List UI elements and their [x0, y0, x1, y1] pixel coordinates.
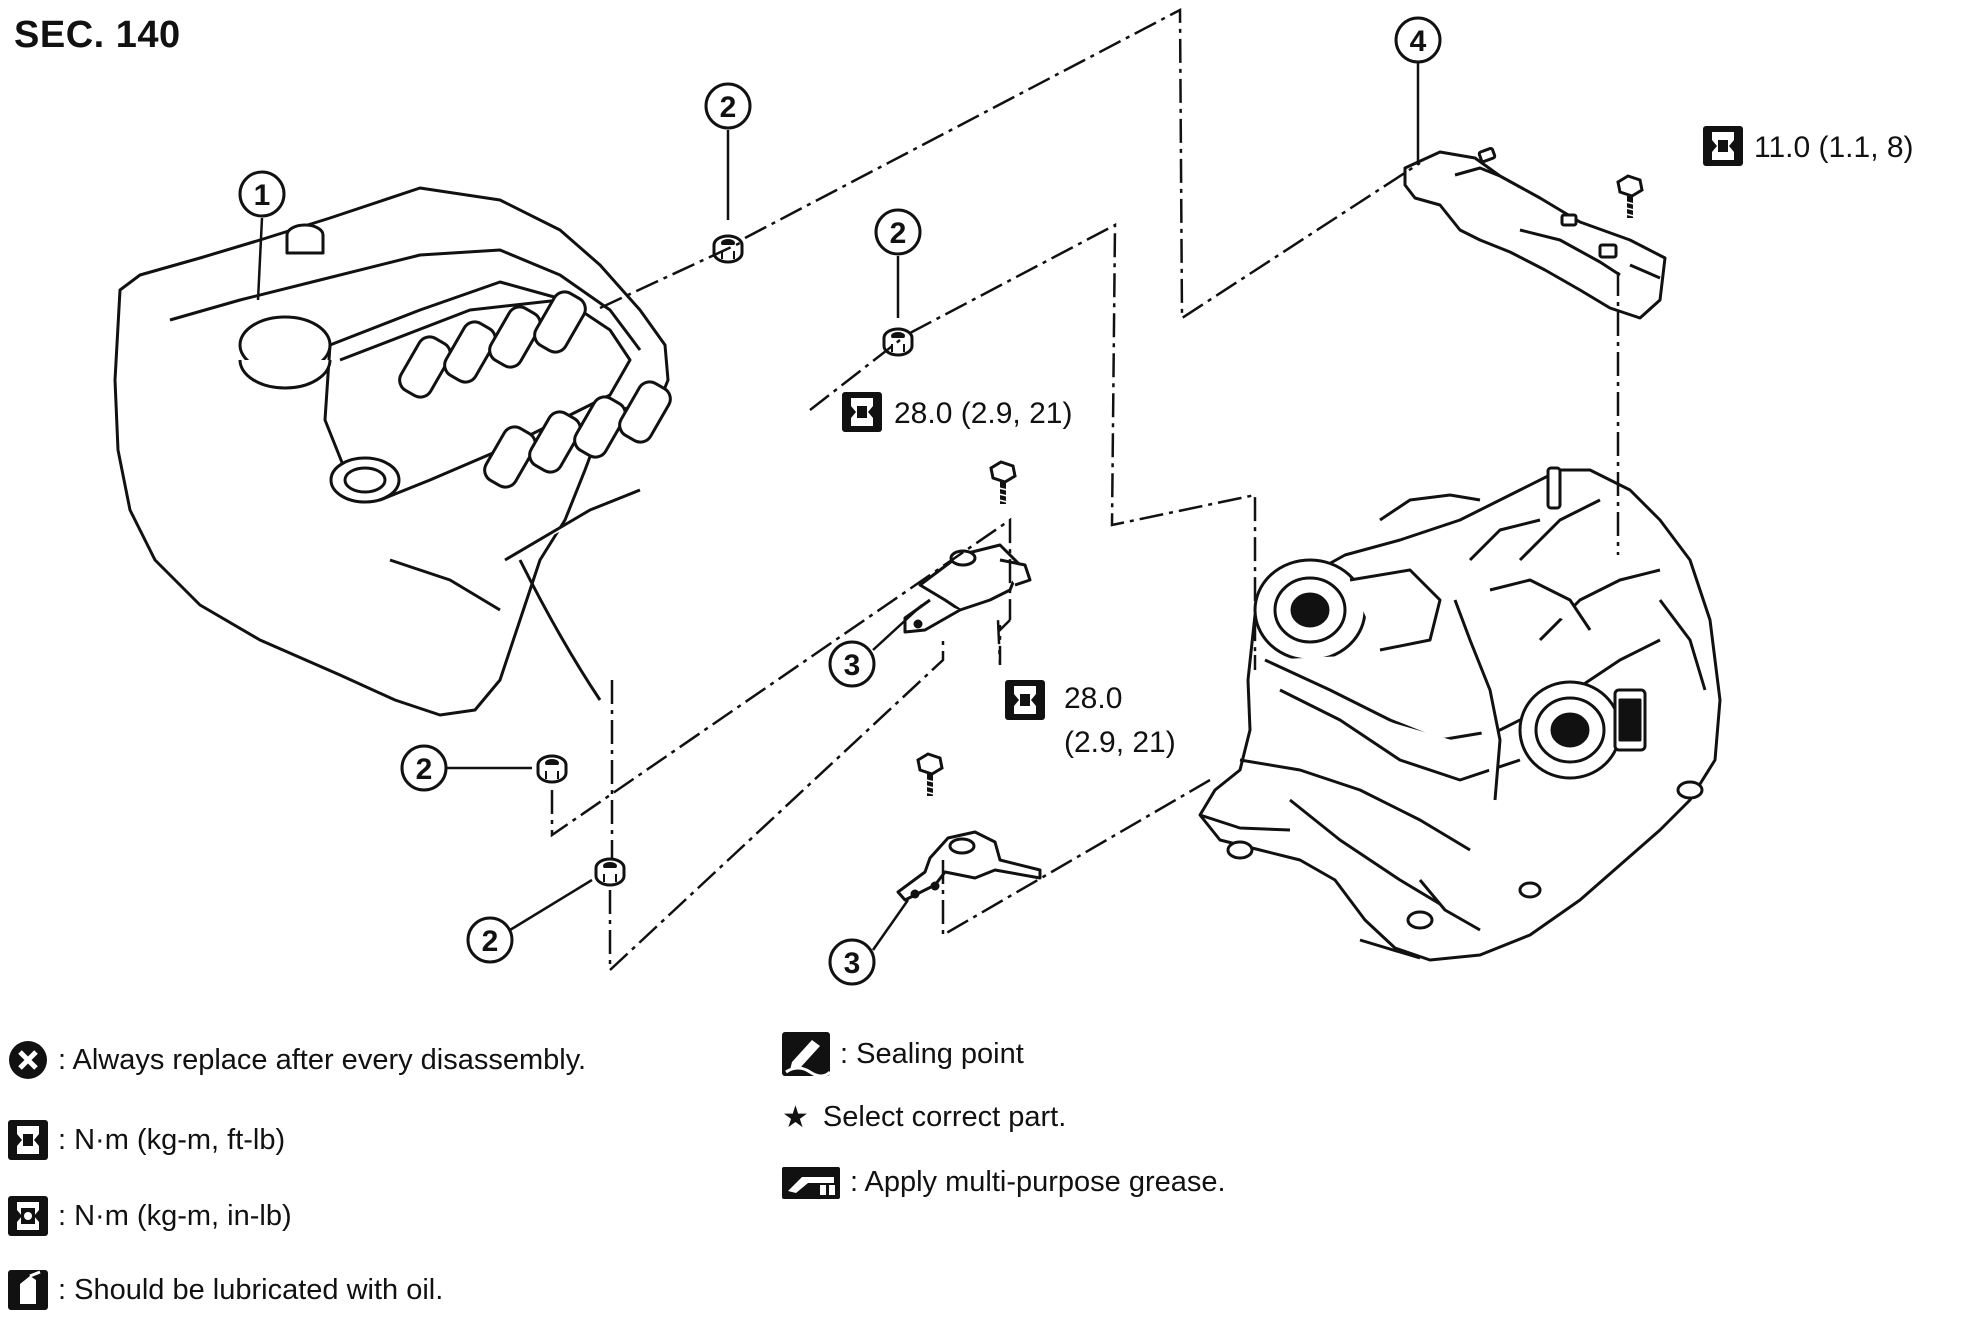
svg-text:28.0 (2.9, 21): 28.0 (2.9, 21) — [894, 397, 1072, 430]
svg-text:3: 3 — [844, 947, 861, 980]
callout-2a: 2 — [704, 82, 752, 130]
section-title: SEC. 140 — [14, 14, 181, 56]
svg-text:1: 1 — [254, 179, 271, 212]
legend-sealing: : Sealing point — [782, 1032, 1024, 1078]
svg-text:28.0: 28.0 — [1064, 682, 1122, 715]
star-icon: ★ — [782, 1101, 809, 1134]
legend-replace-text: : Always replace after every disassembly… — [58, 1043, 587, 1076]
callout-3b: 3 — [828, 938, 876, 986]
legend-select-text: Select correct part. — [822, 1101, 1067, 1133]
oil-can-icon — [8, 1270, 48, 1310]
legend-sealing-text: : Sealing point — [840, 1037, 1024, 1070]
torque-spec-mid: 28.0 (2.9, 21) — [842, 392, 1072, 432]
torque-spec-lower: 28.0 (2.9, 21) — [1005, 680, 1176, 759]
svg-text:2: 2 — [890, 217, 907, 250]
legend-oil-text: : Should be lubricated with oil. — [58, 1273, 444, 1306]
svg-text:2: 2 — [416, 753, 433, 786]
torque-ftlb-icon — [8, 1120, 48, 1160]
svg-text:2: 2 — [482, 925, 499, 958]
grommet-4 — [594, 857, 626, 887]
replace-icon — [8, 1040, 48, 1080]
svg-text:2: 2 — [720, 91, 737, 124]
legend-nm-inlb-text: : N·m (kg-m, in-lb) — [58, 1199, 292, 1232]
callout-3a: 3 — [828, 640, 876, 688]
svg-text:11.0 (1.1, 8): 11.0 (1.1, 8) — [1754, 131, 1914, 164]
legend-replace: : Always replace after every disassembly… — [8, 1040, 586, 1080]
callout-2d: 2 — [466, 916, 514, 964]
callout-2b: 2 — [874, 208, 922, 256]
legend-nm-ftlb: : N·m (kg-m, ft-lb) — [8, 1120, 285, 1160]
legend-grease: : Apply multi-purpose grease. — [782, 1166, 1226, 1199]
callout-2c: 2 — [400, 744, 448, 792]
bolt-lower-bracket — [918, 754, 942, 796]
svg-text:4: 4 — [1410, 25, 1427, 58]
svg-text:(2.9, 21): (2.9, 21) — [1064, 726, 1176, 759]
leader-lines — [550, 7, 1620, 973]
torque-inlb-icon — [8, 1196, 48, 1236]
engine-cover — [113, 186, 672, 717]
torque-spec-top-right: 11.0 (1.1, 8) — [1703, 126, 1914, 166]
callout-1: 1 — [238, 170, 286, 218]
callout-4: 4 — [1394, 16, 1442, 64]
legend-oil: : Should be lubricated with oil. — [8, 1270, 443, 1310]
svg-text:3: 3 — [844, 649, 861, 682]
legend-select: ★ Select correct part. — [782, 1100, 1066, 1135]
legend-nm-inlb: : N·m (kg-m, in-lb) — [8, 1196, 292, 1236]
legend-grease-text: : Apply multi-purpose grease. — [850, 1166, 1226, 1198]
bracket-lower — [896, 830, 1042, 902]
bracket-top — [1403, 146, 1667, 320]
grease-icon — [782, 1166, 840, 1199]
bolt-top-bracket — [1618, 176, 1642, 218]
legend-nm-ftlb-text: : N·m (kg-m, ft-lb) — [58, 1123, 286, 1156]
grommet-3 — [536, 754, 568, 784]
callout-leaders — [256, 62, 1420, 951]
sealing-icon — [782, 1032, 832, 1078]
intake-manifold — [1198, 466, 1722, 962]
bolt-upper-bracket — [991, 462, 1015, 504]
